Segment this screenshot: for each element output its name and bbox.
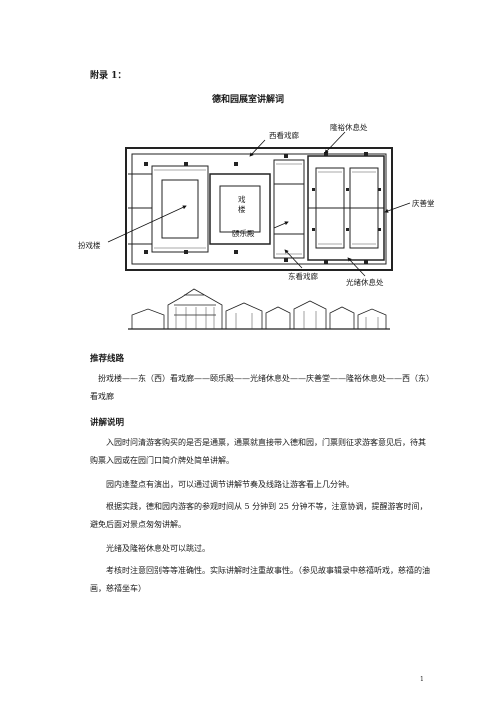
elevation-drawing <box>128 288 390 330</box>
document-title: 德和园展室讲解词 <box>211 95 284 105</box>
note-paragraph-2: 园内逢整点有演出，可以通过调节讲解节奏及线路让游客看上几分钟。 <box>106 480 354 489</box>
label-yi-le-dian: 颐乐殿 <box>232 229 255 238</box>
floor-plan-drawing <box>125 147 393 271</box>
note-paragraph-3: 根据实践，德和园内游客的参观时间从 5 分钟到 25 分钟不等，注意协调，提醒游… <box>90 502 428 529</box>
page-number: 1 <box>420 676 424 683</box>
note-paragraph-1: 入园时问清游客购买的是否是通票，通票就直接带入德和园，门票则征求游客意见后，待其… <box>90 438 426 465</box>
note-paragraph-4: 光绪及隆裕休息处可以跳过。 <box>106 544 210 553</box>
label-pa-xi-lou: 扮戏楼 <box>78 241 101 250</box>
label-qing-shan-tang: 庆善堂 <box>412 199 435 208</box>
appendix-label: 附录 1： <box>90 71 127 81</box>
route-text: 扮戏楼——东（西）看戏廊——颐乐殿——光绪休息处——庆善堂——隆裕休息处——西（… <box>90 374 430 401</box>
label-xi-kan-xi-lang: 西看戏廊 <box>269 131 299 140</box>
label-long-yu-xiu-xi-chu: 隆裕休息处 <box>330 123 368 132</box>
notes-heading: 讲解说明 <box>90 418 125 428</box>
label-xi-lou: 戏楼 <box>238 195 246 214</box>
label-guang-xu-xiu-xi-chu: 光绪休息处 <box>346 278 384 287</box>
label-dong-kan-xi-lang: 东看戏廊 <box>288 272 318 281</box>
route-heading: 推荐线路 <box>90 354 125 364</box>
note-paragraph-5: 考核时注意回别等等准确性。实际讲解时注重故事性。（参见故事辑录中慈禧听戏，慈禧的… <box>90 566 430 593</box>
